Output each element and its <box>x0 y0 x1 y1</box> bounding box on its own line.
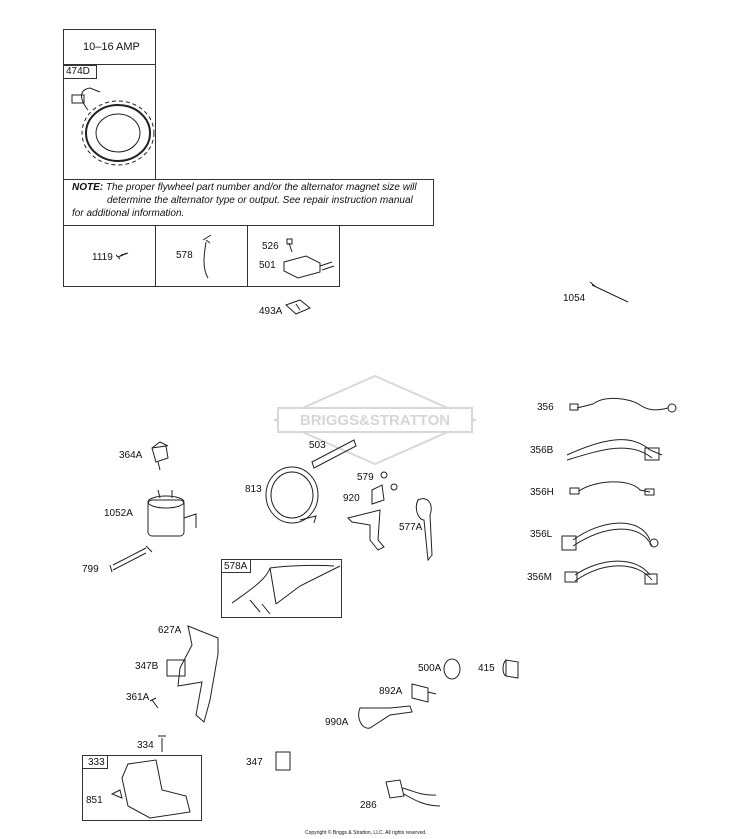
cap-577a-illustration <box>415 498 433 562</box>
switch-892a-illustration <box>411 683 437 703</box>
label-364a: 364A <box>119 450 143 461</box>
regulator-501-illustration <box>283 238 335 279</box>
note-label: NOTE: <box>72 182 104 193</box>
stator-474d-illustration <box>71 87 155 166</box>
parts-row-box-2 <box>155 225 248 287</box>
label-356: 356 <box>537 402 554 413</box>
label-356h: 356H <box>530 487 554 498</box>
label-347: 347 <box>246 757 263 768</box>
fitting-799-illustration <box>109 545 153 573</box>
label-799: 799 <box>82 564 99 575</box>
note-line-3: for additional information. <box>72 208 185 219</box>
amp-box-title-cell <box>63 29 156 65</box>
parts-row-box-3 <box>247 225 340 287</box>
label-501: 501 <box>259 260 276 271</box>
knob-990a-illustration <box>358 705 413 729</box>
label-990a: 990A <box>325 717 349 728</box>
bracket-627a-illustration <box>177 625 219 723</box>
wire-578-illustration <box>202 234 212 279</box>
label-503: 503 <box>309 440 326 451</box>
part-474d-tag <box>63 65 97 79</box>
clamp-813-illustration <box>265 466 319 524</box>
part-333-tag <box>82 755 108 769</box>
label-526: 526 <box>262 241 279 252</box>
label-579: 579 <box>357 472 374 483</box>
label-356l: 356L <box>530 529 553 540</box>
strap-503-illustration <box>311 439 357 469</box>
part-578a-tag <box>221 559 251 573</box>
note-line-1: The proper flywheel part number and/or t… <box>105 182 417 193</box>
wires-356-illustration <box>561 398 677 585</box>
bracket-493a-illustration <box>285 299 311 315</box>
screw-334-illustration <box>158 735 166 752</box>
part-364a-illustration <box>151 441 169 471</box>
amp-box-title: 10–16 AMP <box>83 41 140 53</box>
label-286: 286 <box>360 800 377 811</box>
note-text: NOTE: The proper flywheel part number an… <box>72 181 417 220</box>
label-1052a: 1052A <box>104 508 133 519</box>
label-334: 334 <box>137 740 154 751</box>
part-474d-label: 474D <box>66 66 90 77</box>
bracket-920-illustration <box>347 471 398 551</box>
note-line-2: determine the alternator type or output.… <box>107 195 413 206</box>
copyright-text: Copyright © Briggs & Stratton, LLC. All … <box>305 830 427 836</box>
label-813: 813 <box>245 484 262 495</box>
label-577a: 577A <box>399 522 423 533</box>
label-1054: 1054 <box>563 293 586 304</box>
tie-1054-illustration <box>589 281 629 303</box>
watermark-logo <box>272 374 478 466</box>
label-500a: 500A <box>418 663 442 674</box>
washer-500a-illustration <box>443 658 461 680</box>
label-333: 333 <box>88 757 105 768</box>
switch-347b-illustration <box>166 659 186 677</box>
label-627a: 627A <box>158 625 182 636</box>
label-415: 415 <box>478 663 495 674</box>
label-1119: 1119 <box>92 252 113 263</box>
label-851: 851 <box>86 795 103 806</box>
screw-361a-illustration <box>149 697 159 709</box>
label-578: 578 <box>176 250 193 261</box>
label-356b: 356B <box>530 445 554 456</box>
label-493a: 493A <box>259 306 283 317</box>
solenoid-1052a-illustration <box>147 489 197 537</box>
watermark-text: BRIGGS&STRATTON <box>300 412 450 429</box>
switch-347-illustration <box>275 751 291 771</box>
label-578a: 578A <box>224 561 248 572</box>
armature-333-illustration <box>110 759 191 819</box>
label-361a: 361A <box>126 692 150 703</box>
label-920: 920 <box>343 493 360 504</box>
switch-415-illustration <box>502 659 519 679</box>
label-347b: 347B <box>135 661 159 672</box>
screw-1119-illustration <box>115 252 129 260</box>
label-892a: 892A <box>379 686 403 697</box>
harness-578a-illustration <box>231 564 341 615</box>
label-356m: 356M <box>527 572 553 583</box>
diode-286-illustration <box>385 779 441 807</box>
